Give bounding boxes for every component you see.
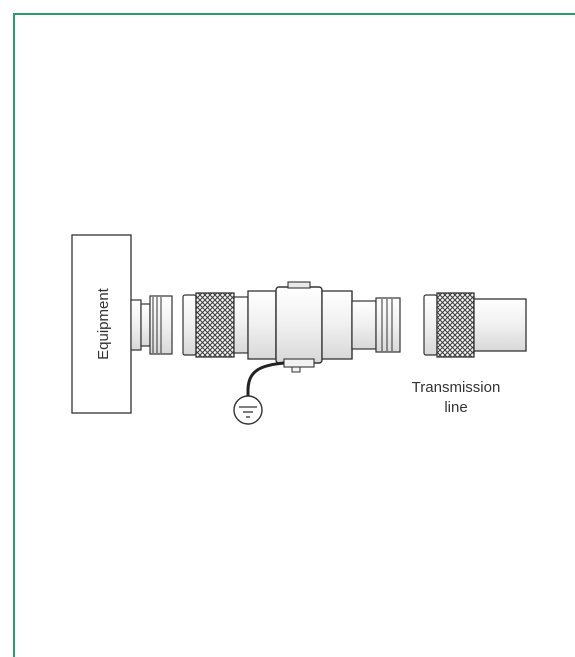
transmission-line-label-1: Transmission — [412, 379, 501, 396]
equipment-connector — [130, 295, 173, 355]
protector-body — [275, 286, 323, 364]
right-connector — [375, 297, 401, 353]
right-knurled-nut — [436, 292, 475, 358]
surge-protector — [182, 281, 401, 373]
ground-icon — [233, 395, 263, 425]
equipment-label: Equipment — [95, 287, 112, 360]
left-nut-cap — [182, 294, 197, 356]
transmission-line-label-2: line — [444, 399, 467, 416]
equipment-box: Equipment — [71, 234, 132, 414]
diagram-frame — [13, 13, 575, 657]
ground-bracket — [283, 358, 315, 368]
left-knurled-nut — [195, 292, 235, 358]
transmission-line-connector — [423, 292, 527, 358]
cable-sleeve — [473, 298, 527, 352]
top-tab — [287, 281, 311, 289]
ground-connection — [233, 361, 285, 425]
